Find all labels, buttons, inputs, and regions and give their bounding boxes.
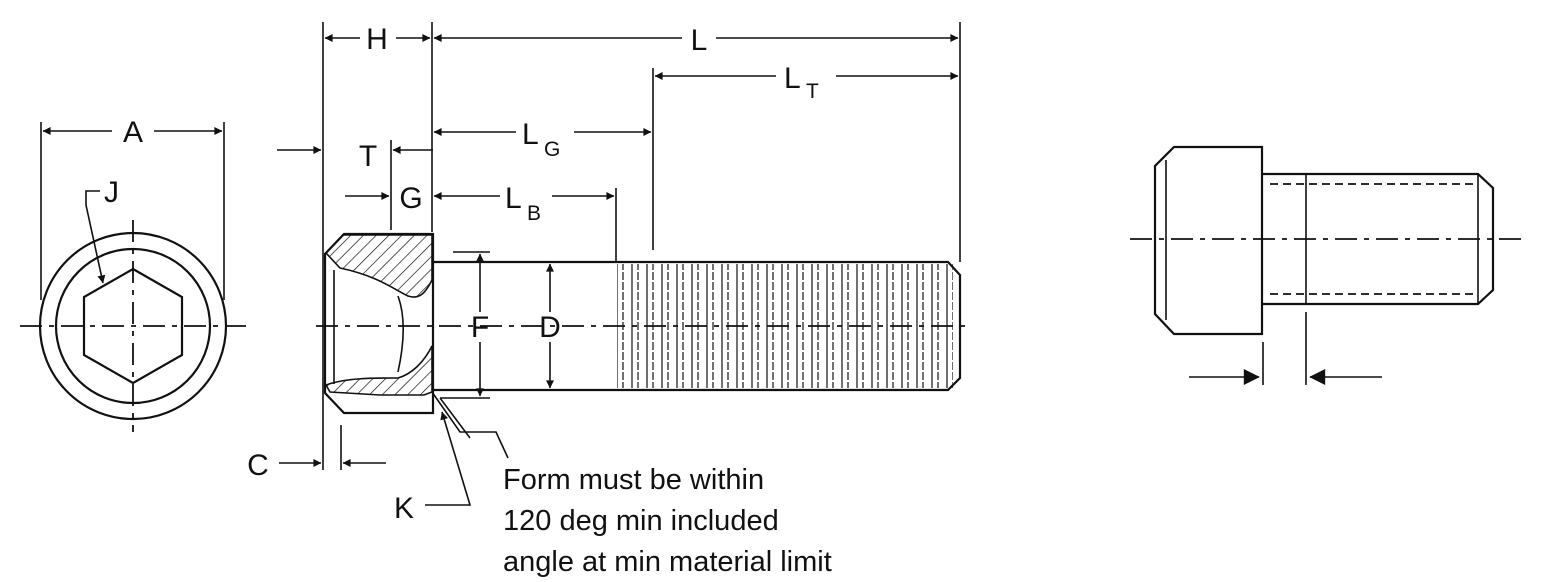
- label-lg-main: L: [522, 118, 539, 151]
- note-line-3: angle at min material limit: [503, 546, 832, 578]
- label-lt-sub: T: [806, 80, 819, 103]
- side-view: H L L T L G L B T G F: [247, 22, 972, 578]
- label-t: T: [359, 140, 377, 173]
- note-line-2: 120 deg min included: [503, 505, 779, 537]
- label-lb-main: L: [505, 182, 522, 215]
- label-l: L: [691, 24, 708, 57]
- label-k: K: [394, 492, 414, 525]
- label-c: C: [247, 449, 269, 482]
- label-d: D: [539, 311, 561, 344]
- label-a: A: [123, 116, 143, 149]
- simplified-head: [1153, 145, 1264, 336]
- socket-wall: [397, 295, 404, 373]
- simplified-shank: [1262, 172, 1495, 306]
- leader-note-2: [439, 397, 471, 439]
- label-h: H: [366, 23, 388, 56]
- label-lt-main: L: [784, 62, 801, 95]
- leader-j: [85, 190, 106, 284]
- head-outline: [323, 232, 435, 415]
- simplified-view: [1130, 145, 1527, 385]
- note-line-1: Form must be within: [503, 464, 764, 496]
- hatch-bottom: [324, 345, 433, 396]
- leader-k: [425, 411, 472, 506]
- label-g: G: [399, 182, 422, 215]
- label-j: J: [104, 176, 119, 209]
- label-f: F: [471, 311, 489, 344]
- label-lb-sub: B: [527, 202, 541, 225]
- leader-note: [431, 391, 509, 459]
- hatch-top: [324, 234, 433, 298]
- end-view: A J: [20, 116, 246, 432]
- label-lg-sub: G: [544, 138, 560, 161]
- hex-socket: [82, 267, 184, 385]
